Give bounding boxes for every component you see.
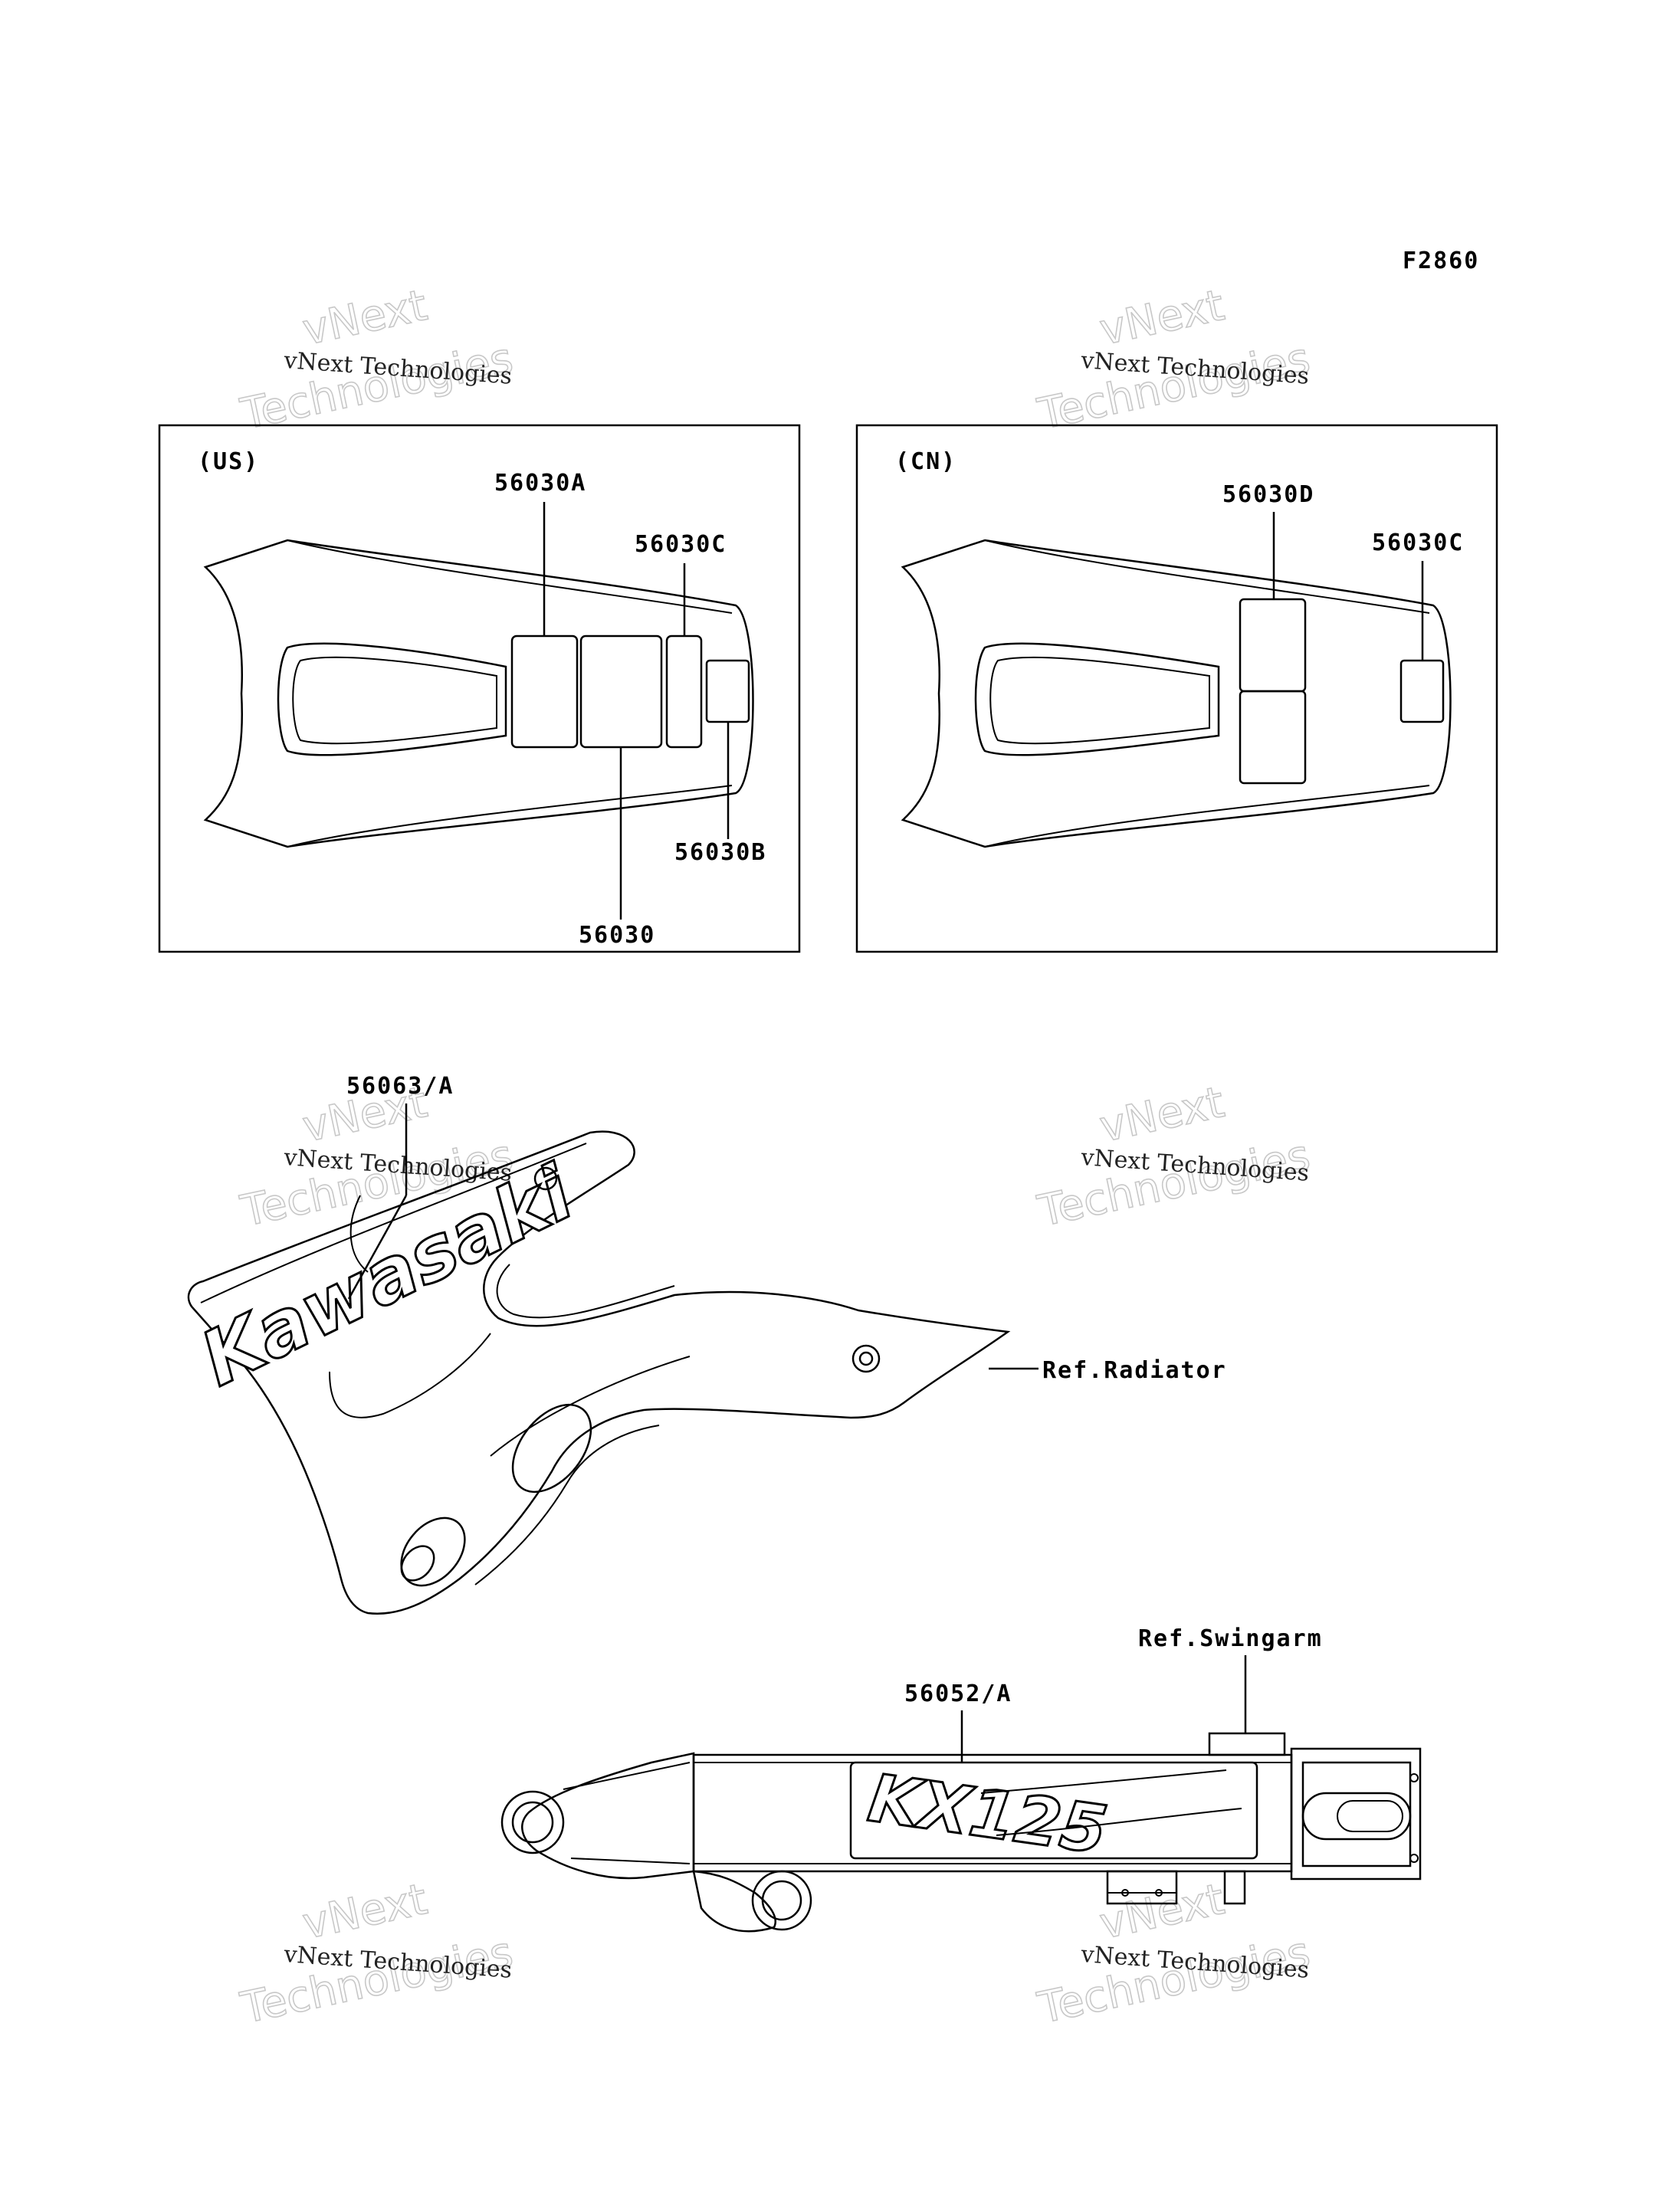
- decal-56030D-lower: [1239, 690, 1307, 785]
- panel-us-frame: [158, 424, 801, 953]
- axle-block: [1290, 1747, 1422, 1881]
- watermark-vnext: vNext: [298, 1874, 431, 1949]
- watermark-vnext: vNext: [1095, 1077, 1229, 1153]
- callout-56030A: 56030A: [494, 470, 586, 497]
- watermark-top-left: vNext Technologies vNext Technologies: [236, 280, 518, 440]
- vent-oval: [511, 1403, 592, 1494]
- watermark-bottom-left: vNext Technologies vNext Technologies: [236, 1874, 518, 2034]
- callout-56030C: 56030C: [1372, 530, 1464, 556]
- watermark-mid-right: vNext Technologies vNext Technologies: [1033, 1077, 1315, 1237]
- panel-cn-region: (CN): [895, 448, 956, 475]
- decal-56052A: [849, 1761, 1258, 1860]
- decal-56030D-upper: [1239, 598, 1307, 693]
- callout-56052A: 56052/A: [904, 1681, 1012, 1707]
- panel-cn: (CN) 56030D 56030C: [855, 424, 1498, 953]
- callout-56030D: 56030D: [1222, 481, 1314, 508]
- callout-56030: 56030: [579, 922, 655, 949]
- decal-56030C: [665, 635, 703, 749]
- bracket-right: [1223, 1870, 1246, 1905]
- ref-swingarm: Ref.Swingarm: [1138, 1625, 1323, 1652]
- decal-56030: [579, 635, 663, 749]
- watermark-vnext: vNext: [298, 280, 431, 356]
- swingarm-tab: [1208, 1732, 1286, 1756]
- callout-56063A: 56063/A: [346, 1073, 454, 1100]
- decal-56030C: [1399, 659, 1445, 723]
- watermark-vnext: vNext: [1095, 280, 1229, 356]
- figure-code: F2860: [1403, 248, 1479, 274]
- rear-fender-us: [203, 539, 754, 848]
- callout-56030C: 56030C: [635, 531, 727, 558]
- axle-slot: [1301, 1792, 1412, 1841]
- callout-56030B: 56030B: [674, 839, 766, 866]
- decal-56030A: [510, 635, 579, 749]
- ref-radiator: Ref.Radiator: [1042, 1357, 1227, 1384]
- pivot-bushing: [500, 1790, 565, 1854]
- swingarm: KX125: [500, 1732, 1422, 1933]
- bracket-left: [1106, 1870, 1178, 1905]
- panel-cn-frame: [855, 424, 1498, 953]
- rear-fender-cn: [901, 539, 1452, 848]
- kx125-logo: KX125: [864, 1760, 1111, 1870]
- watermark-vnext: vNext: [1095, 1874, 1229, 1949]
- panel-us: (US) 56030A 56030C 56030B 56030: [158, 424, 801, 953]
- shock-mount: [751, 1870, 812, 1931]
- mount-hole: [851, 1344, 881, 1373]
- panel-us-region: (US): [198, 448, 259, 475]
- watermark-bottom-right: vNext Technologies vNext Technologies: [1033, 1874, 1315, 2034]
- decal-56030B: [705, 659, 750, 723]
- watermark-top-right: vNext Technologies vNext Technologies: [1033, 280, 1315, 440]
- vent-lower: [400, 1517, 466, 1587]
